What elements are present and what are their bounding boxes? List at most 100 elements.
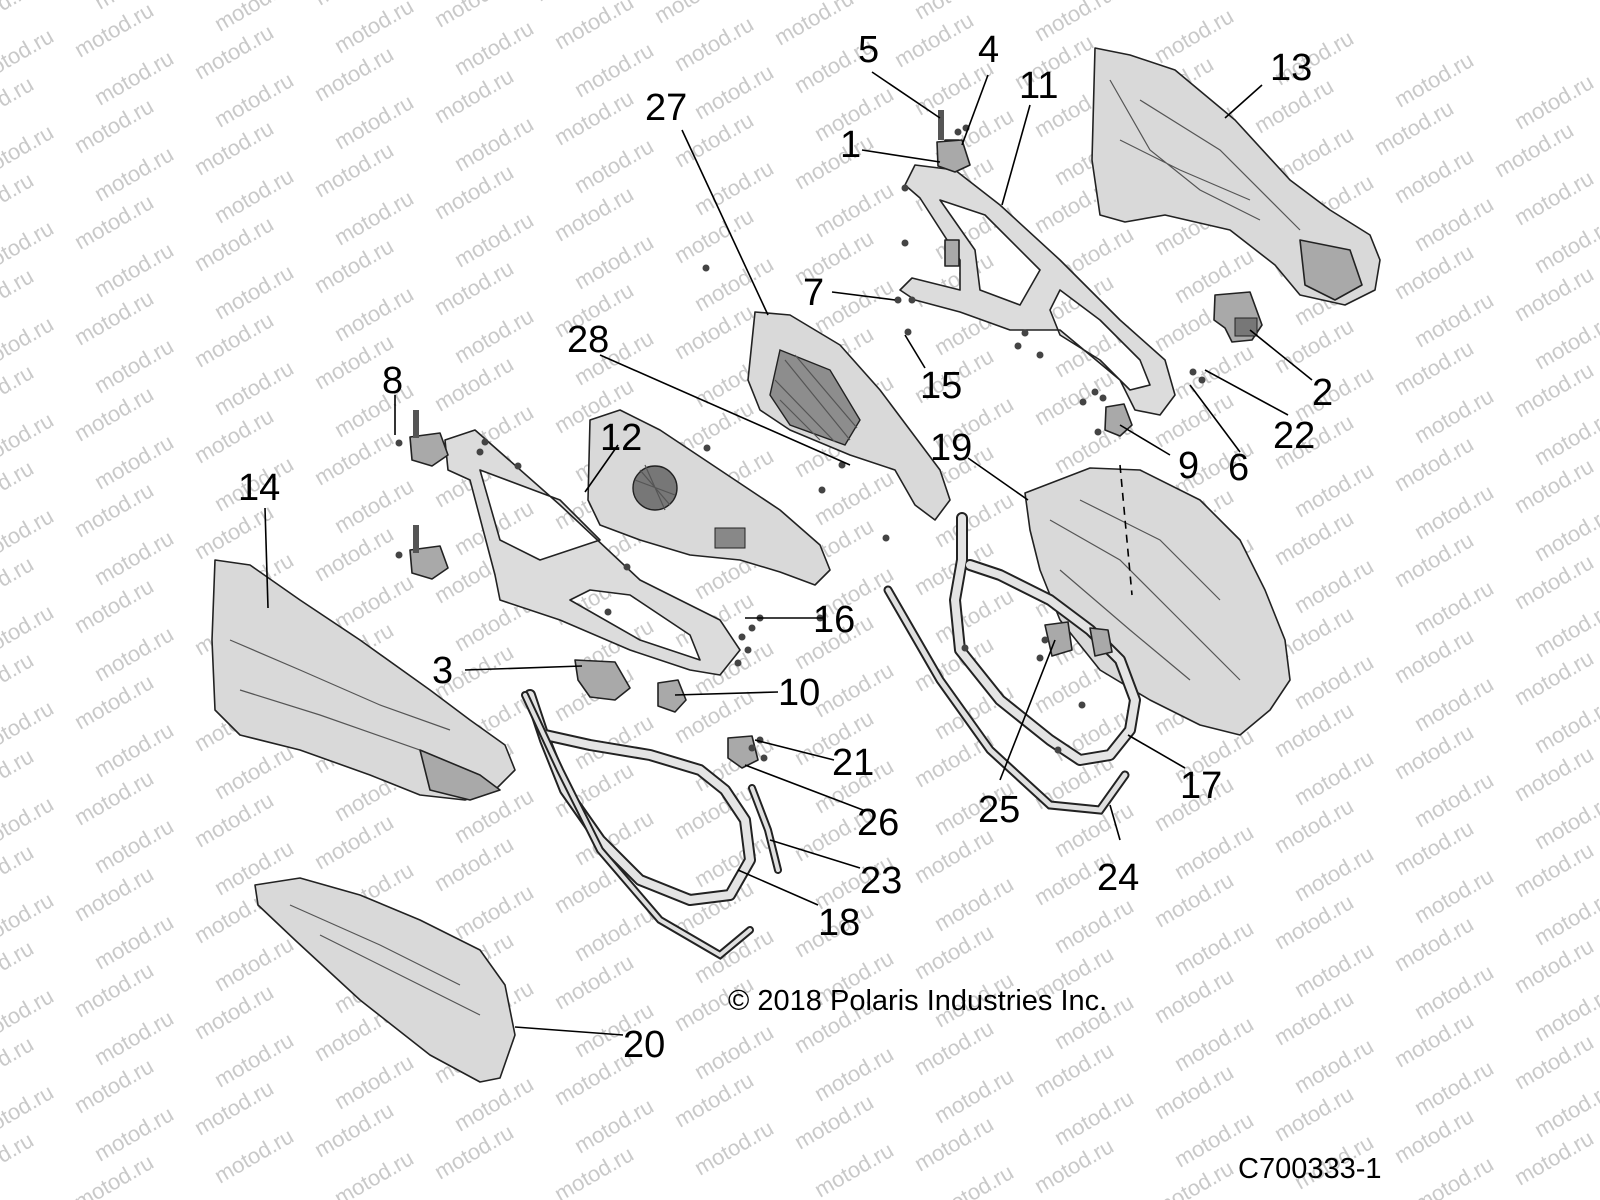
fastener-icon: [1041, 636, 1049, 644]
part-3-latch: [574, 659, 631, 701]
part-17-door-tube: [949, 512, 1141, 766]
fastener-icon: [748, 624, 756, 632]
figure-code: C700333-1: [1238, 1153, 1382, 1185]
fastener-icon: [954, 128, 962, 136]
watermark-text: motod.ru: [1530, 213, 1600, 278]
watermark-text: motod.ru: [1390, 143, 1478, 208]
fastener-icon: [1036, 654, 1044, 662]
callout-23: 23: [860, 860, 902, 902]
callout-28: 28: [567, 319, 609, 361]
watermark-text: motod.ru: [1410, 1151, 1498, 1200]
watermark-text: motod.ru: [1530, 405, 1600, 470]
watermark-text: motod.ru: [1530, 885, 1600, 950]
watermark-text: motod.ru: [1530, 597, 1600, 662]
fastener-icon: [395, 551, 403, 559]
fastener-layer: [395, 124, 1206, 762]
fastener-icon: [604, 608, 612, 616]
fastener-icon: [734, 659, 742, 667]
fastener-icon: [1021, 329, 1029, 337]
fastener-icon: [1036, 351, 1044, 359]
callout-15: 15: [920, 365, 962, 407]
callout-16: 16: [813, 599, 855, 641]
copyright-notice: © 2018 Polaris Industries Inc.: [728, 985, 1108, 1017]
callout-5: 5: [858, 29, 879, 71]
fastener-icon: [760, 754, 768, 762]
callout-19: 19: [930, 427, 972, 469]
callout-10: 10: [778, 672, 820, 714]
fastener-icon: [1094, 428, 1102, 436]
fastener-icon: [1091, 388, 1099, 396]
part-8-hinge-lower: [409, 525, 449, 580]
fastener-icon: [395, 439, 403, 447]
callout-24: 24: [1097, 857, 1139, 899]
watermark-text: motod.ru: [210, 1123, 298, 1188]
fastener-icon: [894, 296, 902, 304]
watermark-text: motod.ru: [1530, 1077, 1600, 1142]
watermark-text: motod.ru: [1530, 501, 1600, 566]
callout-3: 3: [432, 650, 453, 692]
watermark-text: motod.ru: [690, 1115, 778, 1180]
part-12-door-frame: [444, 409, 831, 676]
fastener-icon: [1189, 368, 1197, 376]
watermark-text: motod.ru: [810, 1137, 898, 1200]
callout-4: 4: [978, 29, 999, 71]
part-8-hinge-upper: [409, 410, 449, 467]
fastener-icon: [1099, 394, 1107, 402]
callout-numbers: 1 2 3 4 5 6 7 8 9 10 11 12 13 14 15 16 1…: [238, 29, 1333, 1066]
callout-12: 12: [600, 417, 642, 459]
callout-2: 2: [1312, 372, 1333, 414]
callout-11: 11: [1019, 65, 1058, 107]
fastener-icon: [481, 438, 489, 446]
watermark-text: motod.ru: [1510, 165, 1598, 230]
callout-22: 22: [1273, 415, 1315, 457]
part-14-outer-panel: [211, 559, 516, 801]
fastener-icon: [748, 744, 756, 752]
callout-8: 8: [382, 360, 403, 402]
watermark-text: motod.ru: [1530, 789, 1600, 854]
fastener-icon: [961, 644, 969, 652]
watermark-text: motod.ru: [0, 1127, 38, 1192]
part-20-lower-panel: [254, 877, 516, 1083]
watermark-text: motod.ru: [670, 11, 758, 76]
callout-9: 9: [1178, 445, 1199, 487]
fastener-icon: [1014, 342, 1022, 350]
callout-1: 1: [840, 124, 861, 166]
part-27-door-panel: [747, 311, 951, 521]
callout-14: 14: [238, 467, 280, 509]
part-5-bolt: [938, 110, 944, 140]
watermark-text: motod.ru: [930, 1159, 1018, 1200]
part-26-bracket: [727, 735, 759, 769]
callout-20: 20: [623, 1024, 665, 1066]
watermark-text: motod.ru: [330, 1145, 418, 1200]
fastener-icon: [1079, 398, 1087, 406]
callout-26: 26: [857, 802, 899, 844]
callout-27: 27: [645, 87, 687, 129]
fastener-icon: [838, 461, 846, 469]
fastener-icon: [818, 486, 826, 494]
fastener-icon: [744, 646, 752, 654]
watermark-text: motod.ru: [1530, 981, 1600, 1046]
part-10-plate: [657, 679, 687, 713]
fastener-icon: [1198, 376, 1206, 384]
fastener-icon: [908, 296, 916, 304]
watermark-text: motod.ru: [1530, 693, 1600, 758]
leader-lines: [264, 71, 1313, 1036]
fastener-icon: [1078, 701, 1086, 709]
part-13-panel: [1091, 47, 1381, 306]
fastener-icon: [623, 563, 631, 571]
callout-6: 6: [1228, 447, 1249, 489]
fastener-icon: [901, 184, 909, 192]
watermark-text: motod.ru: [70, 0, 158, 62]
fastener-icon: [904, 328, 912, 336]
callout-25: 25: [978, 789, 1020, 831]
watermark-text: motod.ru: [550, 0, 638, 54]
watermark-text: motod.ru: [770, 0, 858, 50]
part-24-seal: [883, 585, 1130, 815]
callout-18: 18: [818, 902, 860, 944]
fastener-icon: [1054, 746, 1062, 754]
part-23-strip: [748, 784, 782, 874]
fastener-icon: [514, 462, 522, 470]
callout-7: 7: [803, 272, 824, 314]
callout-21: 21: [832, 742, 874, 784]
